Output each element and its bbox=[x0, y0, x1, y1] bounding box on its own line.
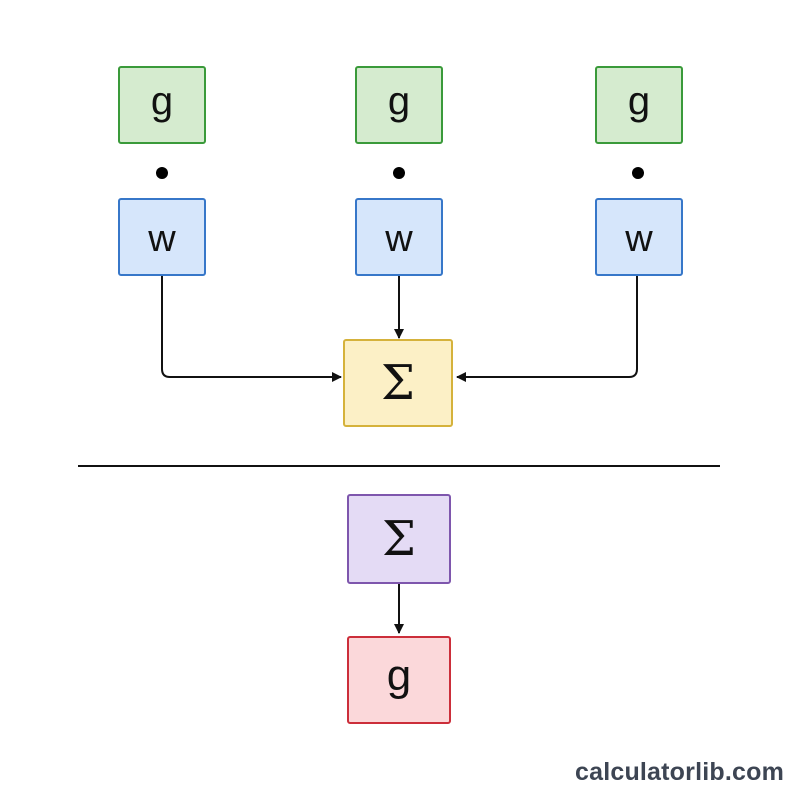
weight-node-3: w bbox=[595, 198, 683, 276]
gradient-output-node: g bbox=[347, 636, 451, 724]
sum-node-top-label: Σ bbox=[381, 355, 415, 411]
dot-product-3 bbox=[632, 167, 644, 179]
connector-right-to-sum bbox=[456, 276, 638, 382]
gradient-node-1: g bbox=[118, 66, 206, 144]
dot-product-1 bbox=[156, 167, 168, 179]
sum-node-top: Σ bbox=[343, 339, 453, 427]
sum-node-bottom-label: Σ bbox=[382, 511, 416, 567]
weight-node-1: w bbox=[118, 198, 206, 276]
brand-watermark: calculatorlib.com bbox=[574, 758, 784, 786]
sum-node-bottom: Σ bbox=[347, 494, 451, 584]
section-divider bbox=[78, 465, 720, 467]
connector-left-to-sum bbox=[161, 276, 342, 382]
gradient-node-2: g bbox=[355, 66, 443, 144]
weight-node-3-label: w bbox=[625, 218, 653, 260]
gradient-node-2-label: g bbox=[387, 79, 411, 123]
weight-node-2: w bbox=[355, 198, 443, 276]
gradient-node-1-label: g bbox=[150, 79, 174, 123]
gradient-node-3: g bbox=[595, 66, 683, 144]
weight-node-2-label: w bbox=[385, 218, 413, 260]
weight-node-1-label: w bbox=[148, 218, 176, 260]
dot-product-2 bbox=[393, 167, 405, 179]
gradient-output-label: g bbox=[386, 651, 412, 700]
gradient-node-3-label: g bbox=[627, 79, 651, 123]
